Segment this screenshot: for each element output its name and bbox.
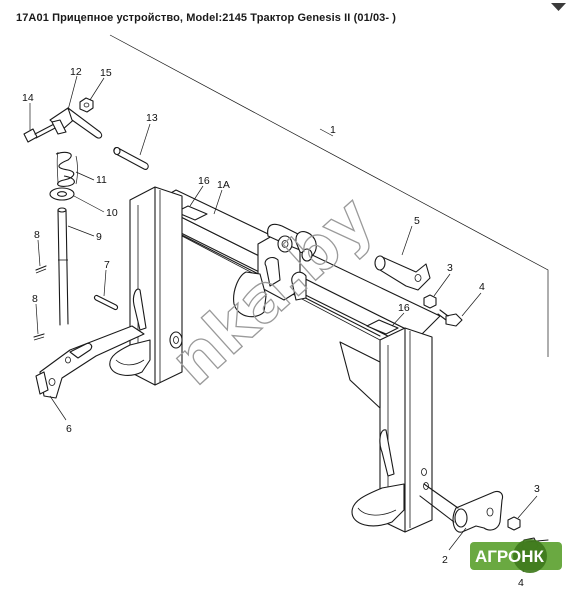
pin-13 <box>113 146 149 170</box>
label-7: 7 <box>104 259 110 271</box>
label-2: 2 <box>442 554 448 566</box>
label-15: 15 <box>100 67 112 79</box>
part-labels: 1 1A 2 3 3 4 4 5 6 7 8 8 9 10 11 12 13 1… <box>22 66 540 589</box>
pin-7 <box>93 294 119 311</box>
top-right-arrow-icon <box>551 3 566 11</box>
label-5: 5 <box>414 215 420 227</box>
leader-lines <box>29 75 538 573</box>
label-8-lower: 8 <box>32 293 38 305</box>
cotter-pin-8-lower <box>33 333 45 341</box>
label-1: 1 <box>330 124 336 136</box>
label-6: 6 <box>66 423 72 435</box>
label-4-upper: 4 <box>479 281 485 293</box>
nut-15 <box>79 97 94 113</box>
logo-text: АГРОНК <box>475 547 545 566</box>
lever-12 <box>49 107 103 139</box>
label-12: 12 <box>70 66 82 78</box>
label-16-lower: 16 <box>398 302 410 314</box>
hitch-pin-5-assembly <box>374 255 463 327</box>
washer-10 <box>49 187 75 201</box>
label-4-lower: 4 <box>518 577 524 589</box>
label-9: 9 <box>96 231 102 243</box>
cotter-pin-8-upper <box>35 265 47 274</box>
label-3-lower: 3 <box>534 483 540 495</box>
label-10: 10 <box>106 207 118 219</box>
label-14: 14 <box>22 92 34 104</box>
rod-9 <box>57 207 69 326</box>
label-3-upper: 3 <box>447 262 453 274</box>
label-13: 13 <box>146 112 158 124</box>
latch-assembly <box>23 97 149 399</box>
label-8-upper: 8 <box>34 229 40 241</box>
label-16-upper: 16 <box>198 175 210 187</box>
label-11: 11 <box>96 174 107 186</box>
label-1a: 1A <box>217 179 230 191</box>
assembly-bracket <box>109 34 549 357</box>
main-frame <box>109 186 441 533</box>
agronk-logo: АГРОНК <box>470 539 562 573</box>
spring-11 <box>55 151 78 187</box>
diagram-title: 17A01 Прицепное устройство, Model:2145 Т… <box>16 12 397 24</box>
lever-6 <box>35 325 145 399</box>
